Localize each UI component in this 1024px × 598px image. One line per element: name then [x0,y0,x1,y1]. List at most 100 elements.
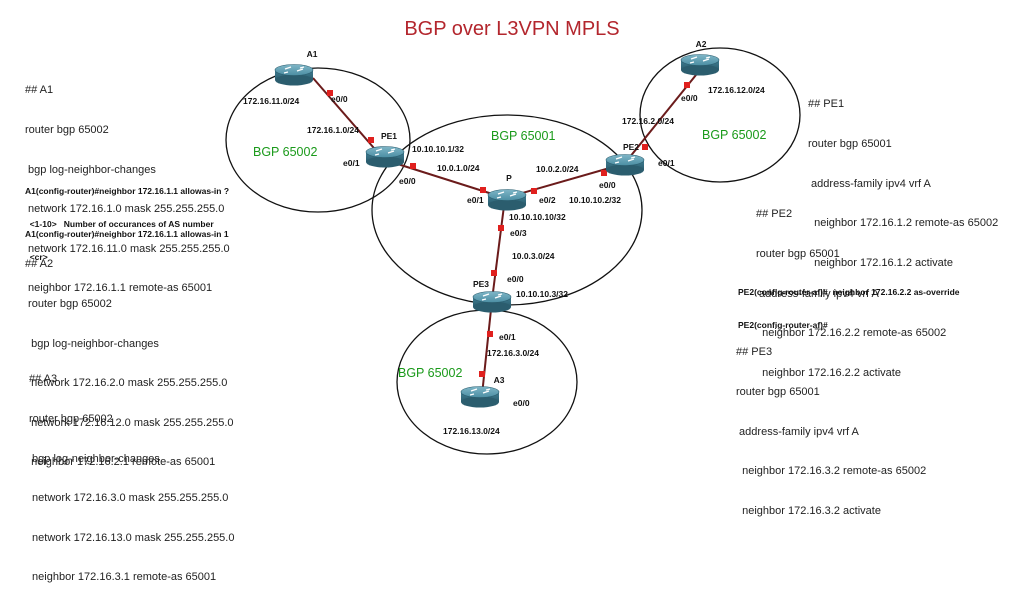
port-pe1-e01 [368,137,374,143]
config-line: neighbor 172.16.3.1 remote-as 65001 [29,571,217,584]
config-line: ## PE3 [736,346,773,359]
router-pe3-icon[interactable] [472,291,512,313]
link-p-pe3 [491,197,506,301]
router-label-pe2: PE2 [623,142,639,152]
cli-pe2: PE2(config-router-af)# neighbor 172.16.2… [738,265,960,342]
iface-label-pe3-e01: e0/1 [499,332,516,342]
cli-line: <1-10> Number of occurances of AS number [25,219,214,229]
port-pe3-e01 [487,331,493,337]
addr-label-a2-net: 172.16.12.0/24 [708,85,765,95]
config-line: neighbor 172.16.1.1 remote-as 65001 [25,282,213,295]
config-line: network 172.16.1.0 mask 255.255.255.0 [25,203,225,216]
config-line: ## PE2 [756,208,793,221]
config-line: neighbor 172.16.2.2 activate [756,366,901,379]
config-line: router bgp 65002 [29,413,113,426]
port-pe2-e01 [642,144,648,150]
config-line: router bgp 65001 [756,248,840,261]
config-line: neighbor 172.16.1.2 remote-as 65002 [808,217,999,230]
config-line: network 172.16.3.0 mask 255.255.255.0 [29,492,229,505]
router-label-a1: A1 [307,49,318,59]
config-line: network 172.16.13.0 mask 255.255.255.0 [29,531,235,544]
port-pe3-e00 [491,270,497,276]
addr-label-p-lo: 10.10.10.10/32 [509,212,566,222]
iface-label-a1-e00: e0/0 [331,94,348,104]
router-label-p: P [506,173,512,183]
router-label-a3: A3 [494,375,505,385]
port-pe2-e00 [601,170,607,176]
config-line: bgp log-neighbor-changes [25,337,159,350]
config-line: bgp log-neighbor-changes [29,452,160,465]
cli-line: <cr> [25,252,48,262]
config-line: network 172.16.12.0 mask 255.255.255.0 [25,416,234,429]
port-a2-e00 [684,82,690,88]
addr-label-pe2-lo: 10.10.10.2/32 [569,195,621,205]
iface-label-p-e03: e0/3 [510,228,527,238]
as-label-core: BGP 65001 [491,129,555,143]
config-line: neighbor 172.16.3.2 activate [736,504,881,517]
router-label-pe3: PE3 [473,279,489,289]
config-a3: ## A3 router bgp 65002 bgp log-neighbor-… [29,347,234,598]
link-label-a1-pe1: 172.16.1.0/24 [307,125,359,135]
cli-a1-help: A1(config-router)#neighbor 172.16.1.1 al… [25,164,229,274]
config-line: neighbor 172.16.2.2 remote-as 65002 [756,327,947,340]
router-pe1-icon[interactable] [365,146,405,168]
iface-label-p-e01: e0/1 [467,195,484,205]
as-label-left: BGP 65002 [253,145,317,159]
config-line: router bgp 65001 [736,386,820,399]
iface-label-pe2-e01: e0/1 [658,158,675,168]
config-line: ## A3 [29,373,58,386]
cli-line: PE2(config-router-af)# [738,320,828,330]
iface-label-p-e02: e0/2 [539,195,556,205]
config-a1: ## A1 router bgp 65002 bgp log-neighbor-… [25,58,230,309]
config-line: router bgp 65002 [25,124,109,137]
addr-label-a1-net: 172.16.11.0/24 [243,96,300,106]
config-pe3: ## PE3 router bgp 65001 address-family i… [736,320,926,531]
iface-label-a3-e00: e0/0 [513,398,530,408]
iface-label-pe1-e01: e0/1 [343,158,360,168]
router-a3-icon[interactable] [460,386,500,408]
config-line: network 172.16.11.0 mask 255.255.255.0 [25,242,230,255]
router-label-a2: A2 [696,39,707,49]
link-pe3-a3 [481,299,493,396]
config-line: ## PE1 [808,98,845,111]
config-pe1: ## PE1 router bgp 65001 address-family i… [808,72,998,283]
cli-line: A1(config-router)#neighbor 172.16.1.1 al… [25,229,229,239]
port-p-e03 [498,225,504,231]
port-p-e02 [531,188,537,194]
link-a1-pe1 [312,77,381,156]
addr-label-pe1-lo: 10.10.10.1/32 [412,144,464,154]
router-label-pe1: PE1 [381,131,397,141]
config-pe2: ## PE2 router bgp 65001 address-family i… [756,182,946,393]
as-label-bottom: BGP 65002 [398,366,462,380]
cli-line: PE2(config-router-af)# neighbor 172.16.2… [738,287,960,297]
iface-label-pe3-e00: e0/0 [507,274,524,284]
config-line: ## A1 [25,84,54,97]
port-a1-e00 [327,90,333,96]
port-pe1-e00 [410,163,416,169]
config-line: bgp log-neighbor-changes [25,163,156,176]
link-label-p-pe3: 10.0.3.0/24 [512,251,555,261]
as-boundary-right [639,47,801,183]
as-label-right: BGP 65002 [702,128,766,142]
config-line: neighbor 172.16.1.2 activate [808,256,953,269]
link-label-pe3-a3: 172.16.3.0/24 [487,348,539,358]
router-pe2-icon[interactable] [605,154,645,176]
iface-label-pe2-e00: e0/0 [599,180,616,190]
config-line: address-family ipv4 vrf A [756,287,879,300]
iface-label-a2-e00: e0/0 [681,93,698,103]
router-p-icon[interactable] [487,189,527,211]
router-a2-icon[interactable] [680,54,720,76]
router-a1-icon[interactable] [274,64,314,86]
config-line: ## A2 [25,258,54,271]
config-line: neighbor 172.16.3.2 remote-as 65002 [736,465,927,478]
link-label-p-pe2: 10.0.2.0/24 [536,164,579,174]
page-title: BGP over L3VPN MPLS [404,18,620,40]
config-line: router bgp 65002 [25,298,112,311]
cli-a1-cmd: A1(config-router)#neighbor 172.16.1.1 al… [25,207,229,251]
as-boundary-left [225,67,411,213]
link-label-pe1-p: 10.0.1.0/24 [437,163,480,173]
config-line: network 172.16.2.0 mask 255.255.255.0 [25,377,228,390]
config-line: router bgp 65001 [808,138,892,151]
port-p-e01 [480,187,486,193]
addr-label-a3-net: 172.16.13.0/24 [443,426,500,436]
